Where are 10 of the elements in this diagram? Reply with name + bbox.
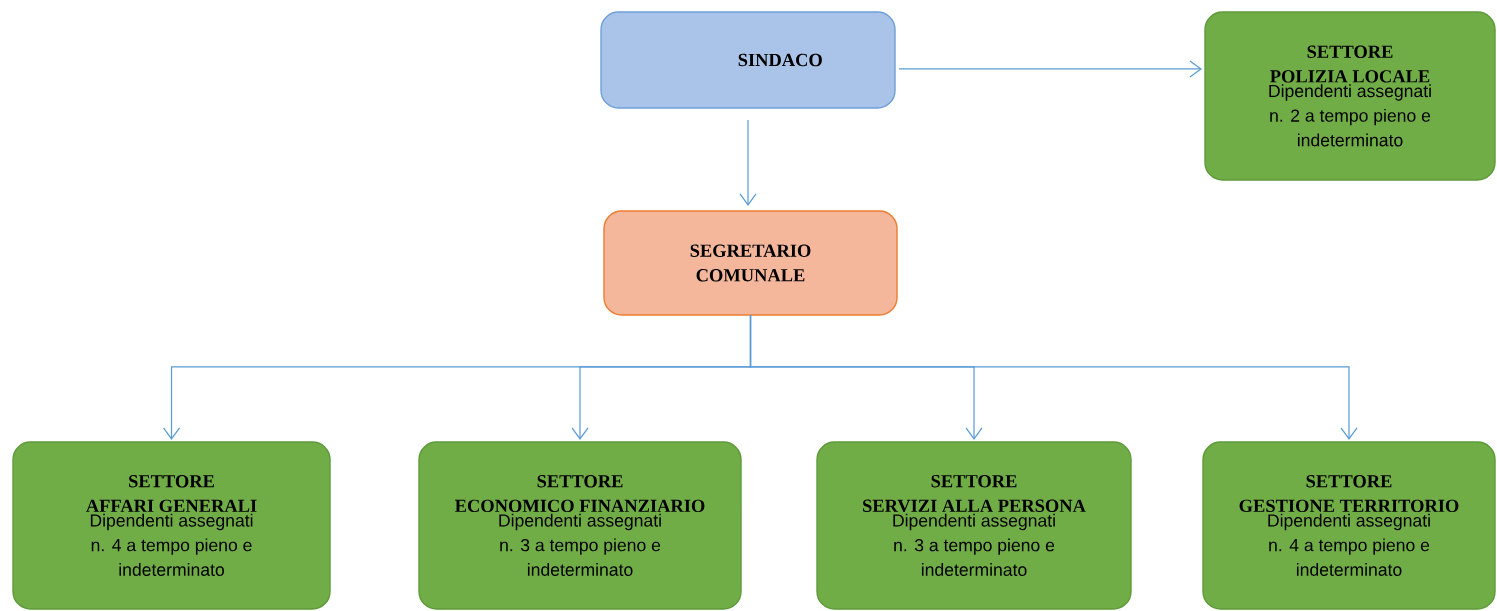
- org-box: SETTORE SERVIZI ALLA PERSONA Dipendenti assegnati n. 3 a tempo pieno e indeterminato: [816, 441, 1132, 610]
- arrow: [898, 60, 1202, 78]
- arrow: [739, 119, 757, 206]
- org-box: SETTORE ECONOMICO FINANZIARIO Dipendenti assegnati n. 3 a tempo pieno e indeterminato: [418, 441, 742, 610]
- arrow: [749, 314, 1358, 440]
- org-box: SETTORE POLIZIA LOCALE Dipendenti assegnati n. 2 a tempo pieno e indeterminato: [1204, 11, 1496, 181]
- org-box: SETTORE AFFARI GENERALI Dipendenti assegnati n. 4 a tempo pieno e indeterminato: [12, 441, 331, 610]
- org-box: SEGRETARIO COMUNALE: [603, 210, 898, 316]
- org-box: SETTORE GESTIONE TERRITORIO Dipendenti assegnati n. 4 a tempo pieno e indeterminato: [1202, 441, 1496, 610]
- org-box: SINDACO: [600, 11, 896, 109]
